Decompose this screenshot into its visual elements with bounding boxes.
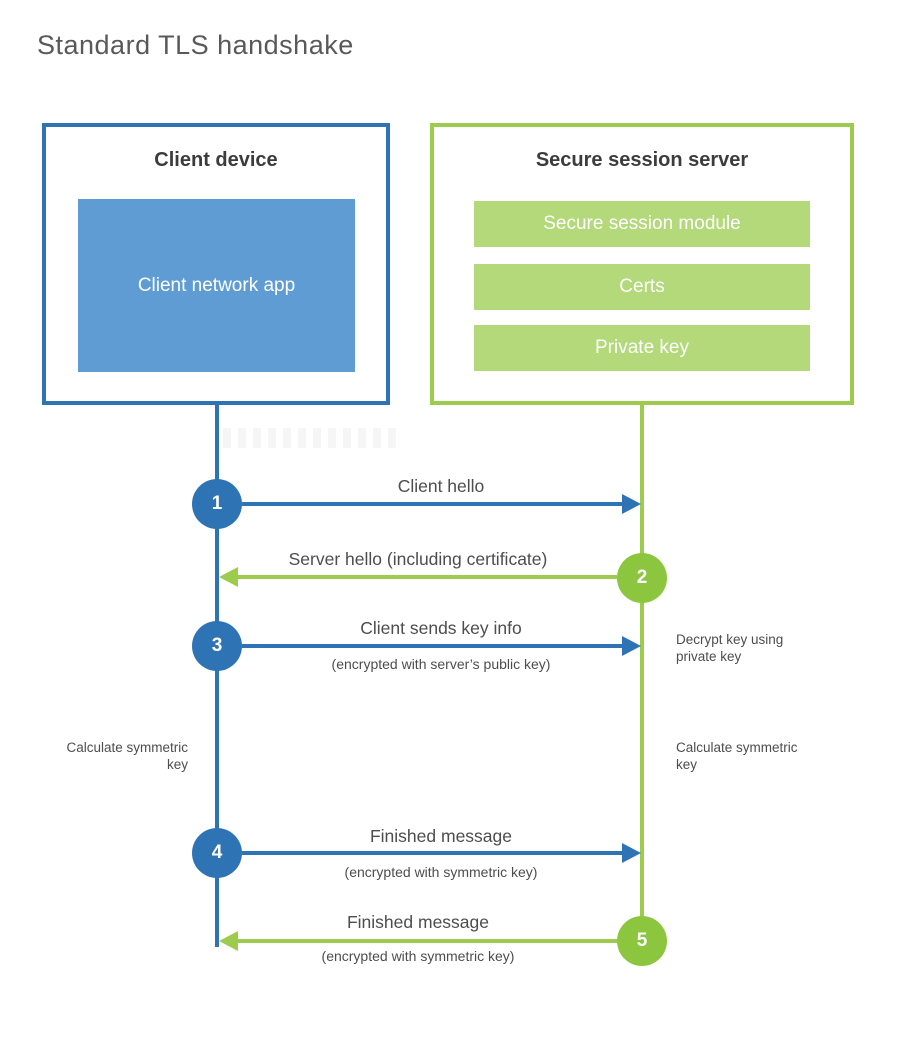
secure-session-server-box: Secure session server Secure session mod… <box>430 123 854 405</box>
step-circle-1: 1 <box>192 479 242 529</box>
message-arrow-line <box>237 939 617 943</box>
server-lifeline <box>640 405 644 943</box>
message-label: Server hello (including certificate) <box>288 549 548 569</box>
message-arrow-line <box>237 575 617 579</box>
message-sublabel: (encrypted with symmetric key) <box>321 948 515 964</box>
message-arrow-line <box>242 502 624 506</box>
message-label: Client sends key info <box>360 618 522 638</box>
message-sublabel: (encrypted with server’s public key) <box>331 656 551 672</box>
faded-watermark-artifact <box>223 428 401 448</box>
message-sublabel: (encrypted with symmetric key) <box>344 864 538 880</box>
client-network-app-box: Client network app <box>78 199 355 372</box>
step-circle-4: 4 <box>192 828 242 878</box>
client-lifeline <box>215 405 219 947</box>
message-label: Finished message <box>346 912 490 932</box>
certs-bar: Certs <box>474 264 810 310</box>
secure-session-module-bar: Secure session module <box>474 201 810 247</box>
message-label: Finished message <box>369 826 513 846</box>
step-circle-5: 5 <box>617 916 667 966</box>
client-device-title: Client device <box>154 149 278 171</box>
step-circle-2: 2 <box>617 553 667 603</box>
page-title: Standard TLS handshake <box>37 30 354 60</box>
arrowhead-right-icon <box>622 494 641 514</box>
message-arrow-line <box>242 851 624 855</box>
calculate-symmetric-key-note-right: Calculate symmetric key <box>676 740 798 772</box>
arrowhead-left-icon <box>219 931 238 951</box>
step-circle-3: 3 <box>192 621 242 671</box>
arrowhead-left-icon <box>219 567 238 587</box>
calculate-symmetric-key-note-left: Calculate symmetric key <box>66 740 188 772</box>
secure-session-server-title: Secure session server <box>535 149 749 171</box>
message-arrow-line <box>242 644 624 648</box>
client-device-box: Client device Client network app <box>42 123 390 405</box>
private-key-bar: Private key <box>474 325 810 371</box>
message-label: Client hello <box>397 476 485 496</box>
arrowhead-right-icon <box>622 636 641 656</box>
decrypt-key-note: Decrypt key using private key <box>676 632 784 664</box>
arrowhead-right-icon <box>622 843 641 863</box>
